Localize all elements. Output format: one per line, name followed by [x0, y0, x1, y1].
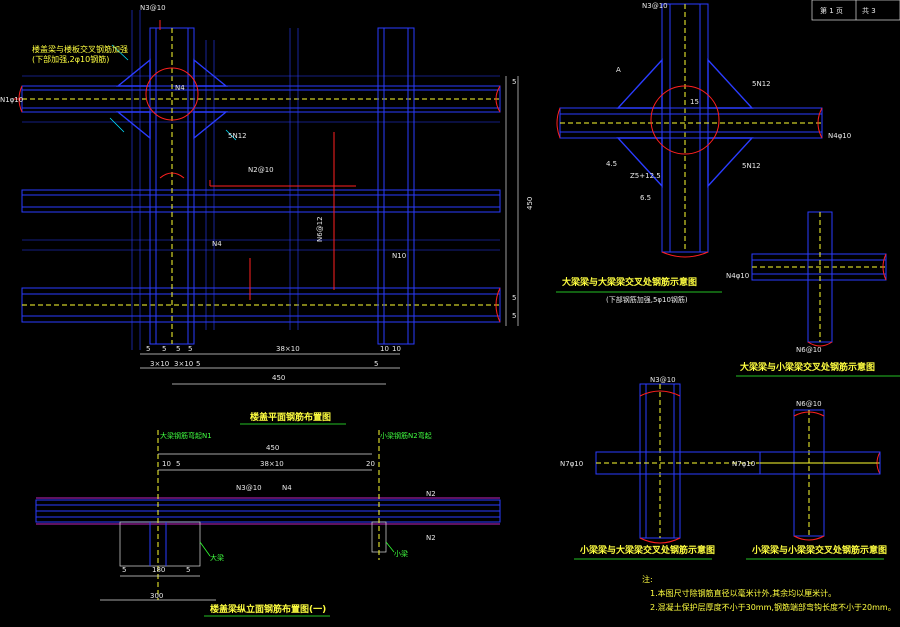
plan-horizontal-beam-mid [21, 189, 501, 213]
section-label-right: 小梁钢筋N2弯起 [380, 431, 432, 440]
plan-dim-r0: 5 [512, 78, 516, 86]
sb-label-left: N7φ10 [560, 460, 583, 468]
section-span: 300 [150, 592, 163, 600]
ss-label-left: N7φ10 [732, 460, 755, 468]
detail-small-small: N6@10 N7φ10 小梁梁与小梁梁交叉处钢筋示意图 [732, 400, 887, 560]
plan-rebar-grid [22, 10, 500, 350]
plan-view: N3@10 N1φ10 N4 5N12 N2@10 N4 N10 N6@12 楼… [0, 4, 534, 425]
plan-label-n4: N4 [175, 84, 185, 92]
plan-label-n1: N1φ10 [0, 96, 23, 104]
section-dim-0: 10 [162, 460, 171, 468]
plan-horizontal-beam-top [21, 85, 501, 113]
plan-vertical-beam-left [149, 27, 195, 345]
sheet-label: 第 1 页 [820, 6, 843, 15]
bb-label-n5b: 5N12 [742, 162, 761, 170]
section-total: 450 [266, 444, 279, 452]
bb-subtitle: (下部钢筋加强,5φ10钢筋) [606, 295, 688, 304]
plan-total: 450 [272, 374, 285, 382]
section-label-small: 小梁 [394, 549, 408, 558]
notes-line-1: 1.本图尺寸除钢筋直径以毫米计外,其余均以厘米计。 [650, 588, 836, 598]
section-label-left: 大梁钢筋弯起N1 [160, 431, 212, 440]
plan-label-n10: N10 [392, 252, 406, 260]
bs-title: 大梁梁与小梁梁交叉处钢筋示意图 [740, 361, 875, 373]
plan-label-n6: N6@12 [316, 216, 324, 242]
section-dim-1: 5 [176, 460, 180, 468]
section-title: 楼盖梁纵立面钢筋布置图(一) [210, 603, 326, 615]
bb-label-right: N4φ10 [828, 132, 851, 140]
bb-dim-1: Z5+12.5 [630, 172, 661, 180]
plan-dim-b6: 10 [392, 345, 401, 353]
notes-line-2: 2.混凝土保护层厚度不小于30mm,钢筋端部弯钩长度不小于20mm。 [650, 602, 896, 612]
plan-dim-b0: 5 [146, 345, 150, 353]
plan-label-n3: N3@10 [140, 4, 166, 12]
bb-label-a: A [616, 66, 621, 74]
notes: 注: 1.本图尺寸除钢筋直径以毫米计外,其余均以厘米计。 2.混凝土保护层厚度不… [642, 574, 896, 612]
plan-dim-b5: 10 [380, 345, 389, 353]
bb-label-top: N3@10 [642, 2, 668, 10]
plan-label-n2: N2@10 [248, 166, 274, 174]
plan-horizontal-beam-bottom [21, 287, 501, 323]
detail-big-big: N3@10 N4φ10 5N12 5N12 15 A 4.5 Z5+12.5 6… [556, 2, 851, 304]
bs-label-left: N4φ10 [726, 272, 749, 280]
bb-dim-0: 4.5 [606, 160, 617, 168]
plan-note-2: (下部加强,2φ10钢筋) [32, 54, 109, 64]
plan-haunch [116, 58, 228, 140]
plan-vertical-beam-right [377, 27, 415, 345]
plan-title: 楼盖平面钢筋布置图 [250, 411, 331, 423]
section-label-n4: N4 [282, 484, 292, 492]
section-label-n3: N3@10 [236, 484, 262, 492]
plan-dim-b4: 38×10 [276, 345, 300, 353]
section-label-n2: N2 [426, 490, 436, 498]
plan-dim-b3: 5 [188, 345, 192, 353]
ss-label-top: N6@10 [796, 400, 822, 408]
sb-label-top: N3@10 [650, 376, 676, 384]
section-dim-3: 20 [366, 460, 375, 468]
section-bottom-total: 180 [152, 566, 165, 574]
section-dim-2: 38×10 [260, 460, 284, 468]
plan-right-total: 450 [526, 197, 534, 210]
notes-heading: 注: [642, 574, 653, 584]
plan-note-1: 楼盖梁与楼板交叉钢筋加强 [32, 44, 128, 54]
section-label-n2b: N2 [426, 534, 436, 542]
title-block: 第 1 页 共 3 [811, 0, 900, 21]
plan-dim2-0: 3×10 [150, 360, 169, 368]
plan-label-n5: 5N12 [228, 132, 247, 140]
detail-big-small: N4φ10 N6@10 大梁梁与小梁梁交叉处钢筋示意图 [726, 211, 900, 377]
plan-dim2-1: 3×10 [174, 360, 193, 368]
plan-dim2-2: 5 [196, 360, 200, 368]
ss-title: 小梁梁与小梁梁交叉处钢筋示意图 [751, 544, 887, 556]
plan-leaders [14, 20, 356, 300]
section-label-big: 大梁 [210, 553, 224, 562]
section-view: 10 5 38×10 20 450 180 300 5 5 大梁钢筋弯起N1 小… [35, 430, 501, 617]
plan-dim-r2: 5 [512, 312, 516, 320]
bb-label-n5: 5N12 [752, 80, 771, 88]
plan-label-n4b: N4 [212, 240, 222, 248]
bb-title: 大梁梁与大梁梁交叉处钢筋示意图 [562, 276, 697, 288]
plan-crossing-circle [145, 67, 199, 121]
plan-dim2-3: 5 [374, 360, 378, 368]
bs-label-bottom: N6@10 [796, 346, 822, 354]
plan-dim-lines [140, 76, 519, 385]
sb-title: 小梁梁与大梁梁交叉处钢筋示意图 [579, 544, 715, 556]
plan-markers [109, 44, 237, 141]
plan-dim-r1: 5 [512, 294, 516, 302]
section-bdim-1: 5 [186, 566, 190, 574]
plan-dim-b1: 5 [162, 345, 166, 353]
detail-small-big: N3@10 N7φ10 小梁梁与大梁梁交叉处钢筋示意图 [560, 376, 881, 560]
section-bdim-0: 5 [122, 566, 126, 574]
bb-dim-2: 6.5 [640, 194, 651, 202]
total-label: 共 3 [862, 6, 876, 15]
plan-dim-b2: 5 [176, 345, 180, 353]
bb-label-d: 15 [690, 98, 699, 106]
